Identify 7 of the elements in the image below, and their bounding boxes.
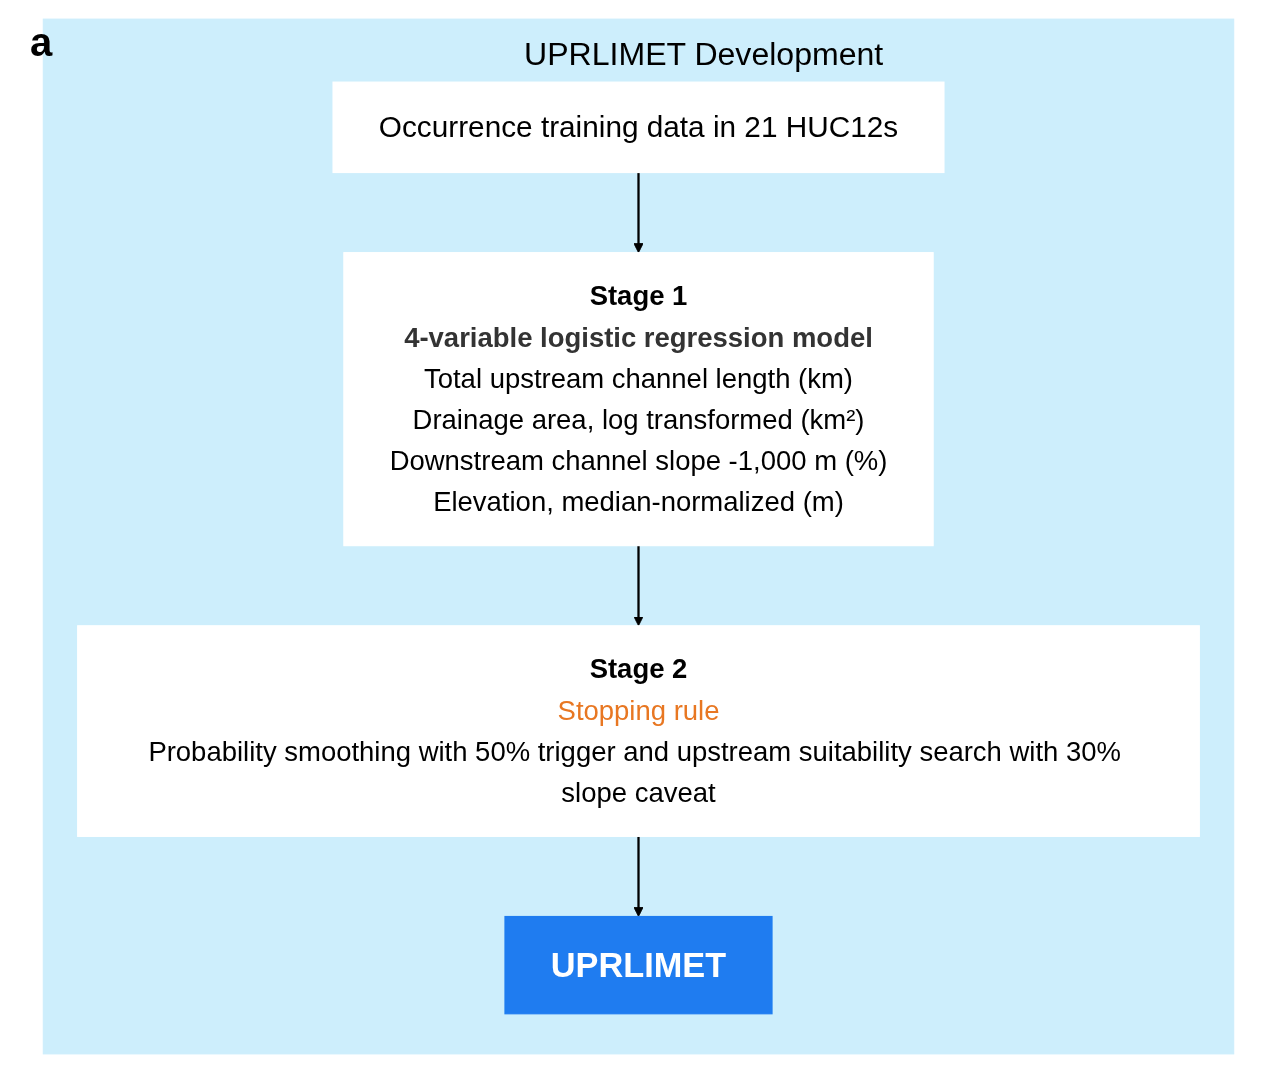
- node-box: Stage 1 4-variable logistic regression model Total upstream channel length (km) Drainage area, log transformed (km²) Downstream channel slope -1,000 m (%) Elevation, median-normalized (m): [343, 252, 934, 547]
- arrow: [633, 172, 644, 254]
- node-box: Occurrence training data in 21 HUC12s: [332, 81, 945, 174]
- node-box: UPRLIMET: [504, 915, 773, 1015]
- arrow: [633, 836, 644, 917]
- arrow: [633, 545, 644, 627]
- node-box: Stage 2 Stopping rule Probability smoothing with 50% trigger and upstream suitability search with 30% slope caveat: [77, 625, 1200, 837]
